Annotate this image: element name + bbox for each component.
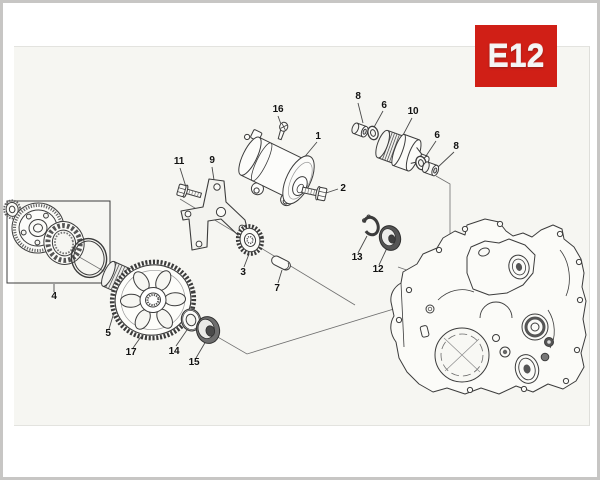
callout-6-left: 6	[381, 100, 387, 111]
callout-14: 14	[168, 346, 180, 357]
part-6-washer-left	[367, 125, 379, 141]
part-12-bearing	[378, 225, 402, 251]
callout-15: 15	[188, 357, 200, 368]
callout-6-right: 6	[434, 130, 440, 141]
part-3-pinion-gear	[235, 224, 265, 256]
crankcase-drawing	[390, 218, 587, 395]
callout-16: 16	[272, 104, 284, 115]
callout-5: 5	[105, 328, 111, 339]
page-code-badge: E12	[475, 25, 557, 87]
callout-12: 12	[372, 264, 384, 275]
part-4-clutch-assembly-box	[3, 199, 111, 284]
part-8-bushing-right	[421, 161, 440, 177]
page-code-text: E12	[487, 37, 545, 74]
part-16-screw	[277, 121, 289, 141]
part-15-bearing	[195, 316, 221, 344]
callout-9: 9	[209, 155, 215, 166]
callout-8-right: 8	[453, 141, 459, 152]
part-9-bracket	[180, 178, 249, 251]
part-2-bolt	[301, 186, 328, 202]
callout-8-left: 8	[355, 91, 361, 102]
callout-7: 7	[274, 283, 280, 294]
part-1-starter-motor	[238, 129, 315, 207]
part-11-bolt	[176, 183, 203, 199]
callout-2: 2	[340, 183, 346, 194]
callout-11: 11	[173, 156, 185, 167]
callout-4: 4	[51, 291, 57, 302]
part-8-bushing-left	[351, 122, 369, 138]
callout-13: 13	[351, 252, 363, 263]
part-17-idler-gear	[109, 259, 197, 341]
clutch-o-ring	[70, 237, 108, 279]
callout-3: 3	[240, 267, 246, 278]
callout-leader-lines	[53, 102, 455, 359]
part-7-pin	[271, 255, 291, 271]
callout-1: 1	[315, 131, 321, 142]
callout-10: 10	[407, 106, 419, 117]
part-13-circlip	[362, 214, 380, 237]
part-14-washer	[180, 308, 202, 332]
callout-17: 17	[125, 347, 137, 358]
